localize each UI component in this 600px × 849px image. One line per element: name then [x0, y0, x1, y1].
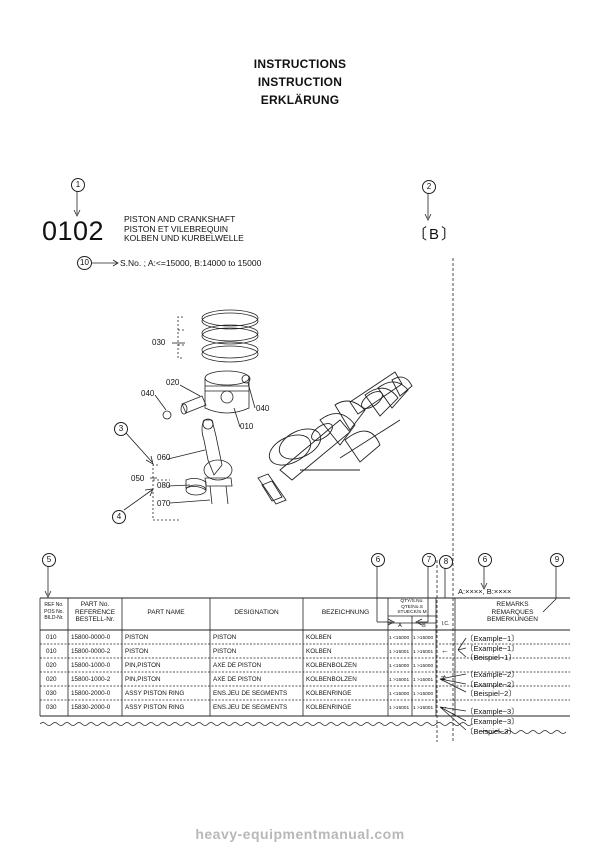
header-qty: QTY/S.No. QTE/No.S STUECK/S.M [397, 599, 427, 615]
callout-9: 9 [550, 553, 564, 567]
remark-beispiel-2: 〔Beispiel−2〕 [466, 689, 516, 698]
remark-beispiel-1: 〔Beispiel−1〕 [466, 653, 516, 662]
title-fr: INSTRUCTION [257, 75, 343, 89]
remark-example-3a: 〔Example−3〕 [466, 707, 519, 716]
variant-label: 〔B〕 [412, 226, 459, 243]
label-030: 030 [152, 338, 166, 347]
callout-1: 1 [71, 178, 85, 192]
label-020: 020 [166, 378, 180, 387]
remark-example-1b: 〔Example−1〕 [466, 644, 519, 653]
label-040a: 040 [141, 389, 155, 398]
remark-example-2b: 〔Example−2〕 [466, 680, 519, 689]
header-qty-a: A [398, 623, 402, 629]
callout-7: 7 [422, 553, 436, 567]
footer-watermark: heavy-equipmentmanual.com [195, 826, 405, 842]
label-010: 010 [240, 422, 254, 431]
remark-example-2a: 〔Example−2〕 [466, 670, 519, 679]
label-070: 070 [157, 499, 171, 508]
callout-8: 8 [439, 555, 453, 569]
label-080: 080 [157, 481, 171, 490]
header-remarks: REMARKS REMARQUES BEMERKUNGEN [487, 601, 538, 623]
serial-note: S.No. ; A:<=15000, B:14000 to 15000 [120, 258, 262, 268]
callout-6a: 6 [371, 553, 385, 567]
remark-example-3b: 〔Example−3〕 [466, 717, 519, 726]
remark-example-1a: 〔Example−1〕 [466, 634, 519, 643]
callout-10: 10 [77, 256, 92, 270]
header-qty-b: B [422, 623, 426, 629]
header-ref: REF No. POS No. BILD-Nr. [44, 602, 64, 621]
callout-5: 5 [42, 553, 56, 567]
ab-note: A:××××, B:×××× [458, 587, 512, 596]
remark-beispiel-3: 〔Beispiel−3〕 [466, 727, 516, 736]
label-040b: 040 [256, 404, 270, 413]
callout-2: 2 [422, 180, 436, 194]
header-bezeichnung: BEZEICHNUNG [321, 609, 370, 616]
group-names: PISTON AND CRANKSHAFT PISTON ET VILEBREQ… [124, 214, 244, 244]
header-designation: DESIGNATION [234, 609, 279, 616]
group-name-de: KOLBEN UND KURBELWELLE [124, 233, 244, 243]
callout-3: 3 [114, 422, 128, 436]
header-part-no: PART No. REFERENCE BESTELL-Nr. [74, 601, 116, 623]
header-ic: I.C. [441, 621, 450, 627]
callout-4: 4 [112, 510, 126, 524]
group-name-fr: PISTON ET VILEBREQUIN [124, 223, 229, 234]
callout-6b: 6 [478, 553, 492, 567]
title-de: ERKLÄRUNG [260, 93, 340, 107]
label-050: 050 [131, 474, 145, 483]
title-en: INSTRUCTIONS [253, 57, 347, 71]
header-part-name: PART NAME [147, 609, 185, 616]
group-code: 0102 [42, 216, 105, 246]
group-name-en: PISTON AND CRANKSHAFT [124, 214, 236, 224]
label-060: 060 [157, 453, 171, 462]
